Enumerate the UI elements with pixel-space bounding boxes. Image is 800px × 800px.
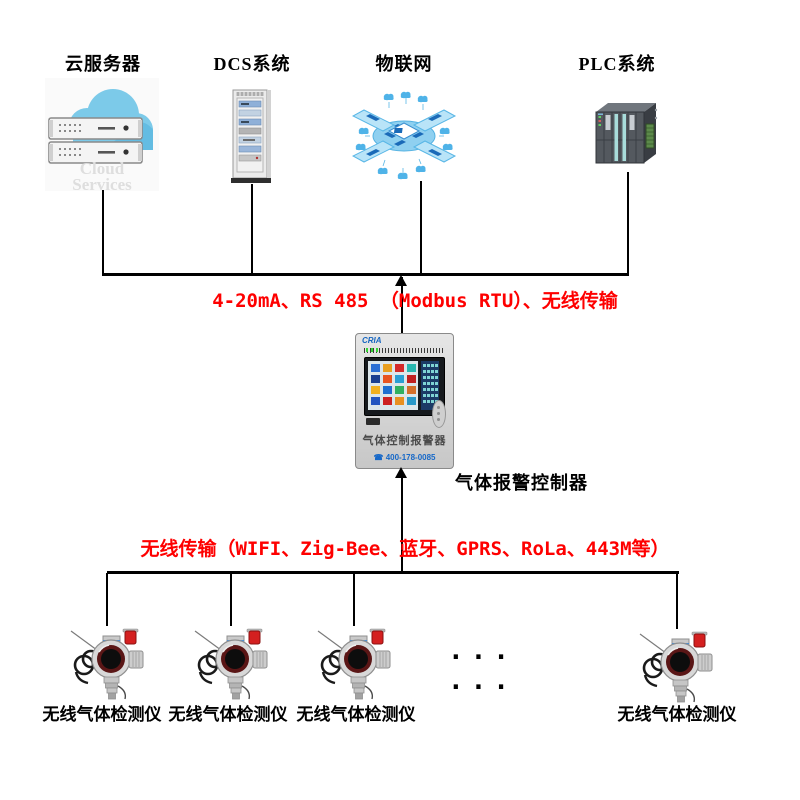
controller-touchscreen: [364, 357, 445, 416]
more-detectors-ellipsis: ... ...: [448, 636, 516, 696]
cloud-watermark-line1: Cloud: [80, 159, 125, 178]
controller-buzzer: [432, 400, 446, 428]
connector-plc-line: [627, 172, 629, 275]
detector-label: 无线气体检测仪: [617, 705, 737, 724]
phone-icon: ☎: [373, 453, 384, 462]
controller-label: 气体报警控制器: [455, 473, 588, 493]
bottom-bus-label: 无线传输（WIFI、Zig-Bee、蓝牙、GPRS、RoLa、443M等）: [140, 538, 670, 560]
iot-network-icon: [352, 91, 457, 180]
gas-detector-icon: [634, 629, 720, 703]
detector-label: 无线气体检测仪: [296, 705, 416, 724]
controller-phone-number: 400-178-0085: [385, 453, 436, 462]
device-label-cloud-server: 云服务器: [65, 54, 141, 74]
green-led-icon: [366, 348, 368, 352]
dcs-cabinet-icon: [231, 89, 271, 183]
arrow-up-icon: [395, 467, 407, 478]
detector-1-line: [106, 573, 108, 626]
touchscreen-content: [368, 361, 439, 410]
gas-controller-device: CRIA: [355, 333, 454, 469]
gas-detector-icon: [189, 626, 275, 700]
controller-phone-row: ☎ 400-178-0085: [356, 453, 453, 462]
arrow-up-icon: [395, 275, 407, 286]
gas-detector-icon: [65, 626, 151, 700]
controller-uplink-line: [401, 277, 403, 333]
connector-dcs-line: [251, 184, 253, 275]
top-bus-label: 4-20mA、RS 485 （Modbus RTU）、无线传输: [212, 290, 618, 312]
top-bus-line: [102, 273, 629, 276]
controller-small-button: [366, 418, 380, 425]
bottom-bus-line: [107, 571, 679, 574]
led-indicator-strip: [364, 348, 445, 353]
cloud-server-icon: Cloud Services: [45, 78, 159, 191]
device-label-dcs-system: DCS系统: [213, 54, 291, 74]
controller-logo: CRIA: [362, 336, 382, 345]
plc-module-icon: [595, 103, 658, 164]
device-label-plc-system: PLC系统: [578, 54, 656, 74]
green-led-icon: [376, 348, 378, 352]
controller-downlink-line: [401, 477, 403, 572]
connector-cloud-line: [102, 190, 104, 275]
detector-label: 无线气体检测仪: [42, 705, 162, 724]
green-led-icon: [371, 348, 373, 352]
cloud-watermark-line2: Services: [72, 175, 132, 191]
detector-2-line: [230, 573, 232, 626]
detector-4-line: [676, 573, 678, 629]
device-label-iot: 物联网: [375, 54, 433, 74]
detector-label: 无线气体检测仪: [168, 705, 288, 724]
controller-panel-name: 气体控制报警器: [362, 435, 447, 447]
detector-3-line: [353, 573, 355, 626]
connector-iot-line: [420, 181, 422, 275]
gas-detector-icon: [312, 626, 398, 700]
